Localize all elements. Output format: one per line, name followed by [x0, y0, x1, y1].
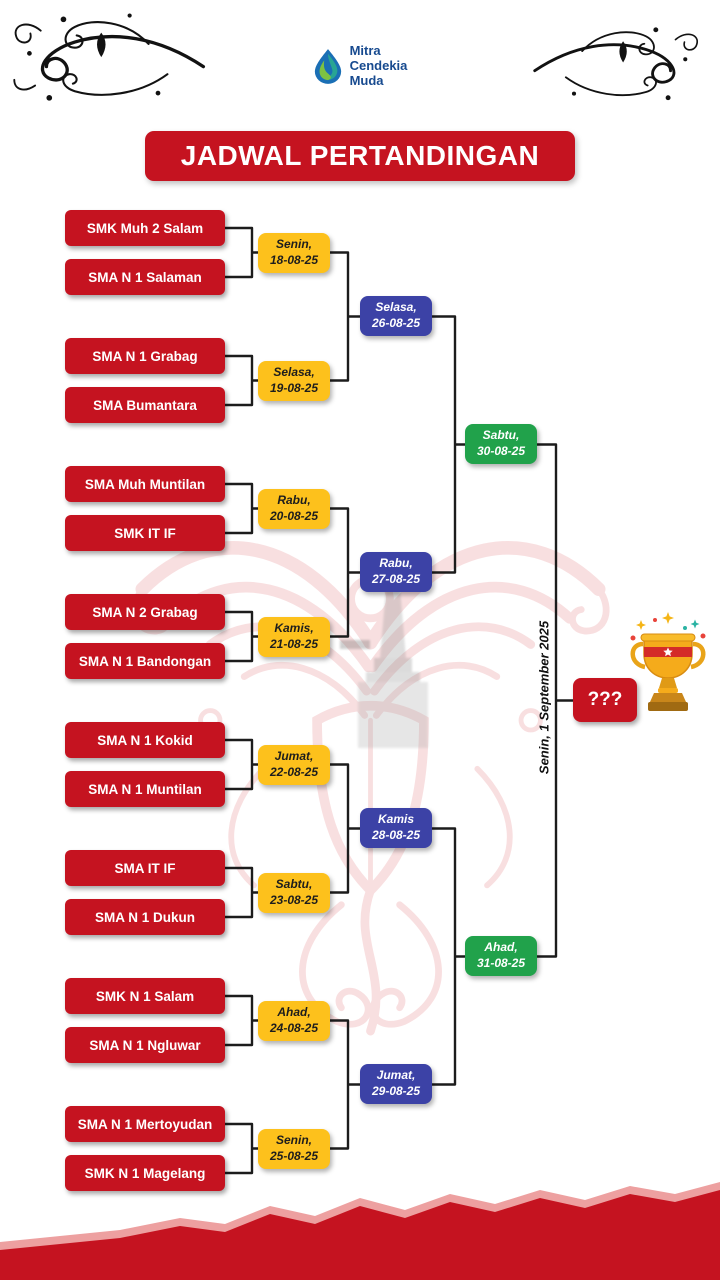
match-date-box: Jumat, 22-08-25 [258, 745, 330, 785]
match-date-box: Selasa, 19-08-25 [258, 361, 330, 401]
quarterfinal-date-box: Selasa, 26-08-25 [360, 296, 432, 336]
logo-line-2: Cendekia [349, 57, 408, 73]
match-date-box: Ahad, 24-08-25 [258, 1001, 330, 1041]
match-date-box: Kamis, 21-08-25 [258, 617, 330, 657]
match-day: Kamis, [274, 621, 314, 636]
match-date: 19-08-25 [269, 381, 319, 395]
match-day: Selasa, [273, 365, 315, 380]
logo-line-3: Muda [349, 72, 384, 88]
flourish-right-icon [533, 27, 699, 101]
team-box: SMA N 1 Salaman [65, 259, 225, 295]
page-title: JADWAL PERTANDINGAN [145, 131, 575, 181]
match-day: Ahad, [484, 940, 518, 955]
flourish-left-icon [13, 13, 206, 101]
monument-watermark [340, 588, 428, 748]
match-date: 22-08-25 [269, 765, 319, 779]
match-day: Senin, [275, 237, 312, 252]
team-box: SMA N 1 Mertoyudan [65, 1106, 225, 1142]
team-box: SMK N 1 Salam [65, 978, 225, 1014]
garuda-watermark [131, 541, 610, 1036]
match-day: Ahad, [277, 1005, 311, 1020]
match-date: 23-08-25 [269, 893, 319, 907]
team-box: SMK Muh 2 Salam [65, 210, 225, 246]
logo: Mitra Cendekia Muda [0, 43, 720, 89]
team-box: SMA IT IF [65, 850, 225, 886]
team-box: SMA N 1 Kokid [65, 722, 225, 758]
match-date: 20-08-25 [269, 509, 319, 523]
match-date: 29-08-25 [371, 1084, 421, 1098]
team-box: SMA Muh Muntilan [65, 466, 225, 502]
team-box: SMA N 1 Bandongan [65, 643, 225, 679]
team-box: SMA N 1 Muntilan [65, 771, 225, 807]
semifinal-date-box: Sabtu, 30-08-25 [465, 424, 537, 464]
logo-text: Mitra Cendekia Muda [349, 43, 408, 89]
team-box: SMK IT IF [65, 515, 225, 551]
match-day: Sabtu, [482, 428, 520, 443]
match-date: 24-08-25 [269, 1021, 319, 1035]
final-winner-box: ??? [573, 678, 637, 722]
final-date-label: Senin, 1 September 2025 [536, 620, 552, 775]
match-day: Rabu, [379, 556, 413, 571]
team-box: SMK N 1 Magelang [65, 1155, 225, 1191]
team-box: SMA N 1 Dukun [65, 899, 225, 935]
logo-line-1: Mitra [349, 43, 381, 58]
trophy-icon [630, 612, 706, 711]
team-box: SMA N 1 Ngluwar [65, 1027, 225, 1063]
quarterfinal-date-box: Kamis 28-08-25 [360, 808, 432, 848]
match-date: 27-08-25 [371, 572, 421, 586]
match-date-box: Rabu, 20-08-25 [258, 489, 330, 529]
team-box: SMA N 1 Grabag [65, 338, 225, 374]
match-date: 31-08-25 [476, 956, 526, 970]
match-day: Jumat, [376, 1068, 416, 1083]
match-day: Kamis [377, 812, 415, 827]
match-day: Rabu, [277, 493, 311, 508]
match-date: 28-08-25 [371, 828, 421, 842]
match-day: Sabtu, [275, 877, 313, 892]
torn-paper-edge [0, 1182, 720, 1280]
match-date: 18-08-25 [269, 253, 319, 267]
match-date-box: Senin, 18-08-25 [258, 233, 330, 273]
match-day: Jumat, [274, 749, 314, 764]
match-date: 26-08-25 [371, 316, 421, 330]
match-day: Senin, [275, 1133, 312, 1148]
quarterfinal-date-box: Jumat, 29-08-25 [360, 1064, 432, 1104]
quarterfinal-date-box: Rabu, 27-08-25 [360, 552, 432, 592]
logo-mark-icon [314, 49, 341, 85]
match-date: 30-08-25 [476, 444, 526, 458]
match-day: Selasa, [375, 300, 417, 315]
match-date-box: Senin, 25-08-25 [258, 1129, 330, 1169]
team-box: SMA N 2 Grabag [65, 594, 225, 630]
semifinal-date-box: Ahad, 31-08-25 [465, 936, 537, 976]
match-date: 25-08-25 [269, 1149, 319, 1163]
team-box: SMA Bumantara [65, 387, 225, 423]
match-date: 21-08-25 [269, 637, 319, 651]
match-date-box: Sabtu, 23-08-25 [258, 873, 330, 913]
